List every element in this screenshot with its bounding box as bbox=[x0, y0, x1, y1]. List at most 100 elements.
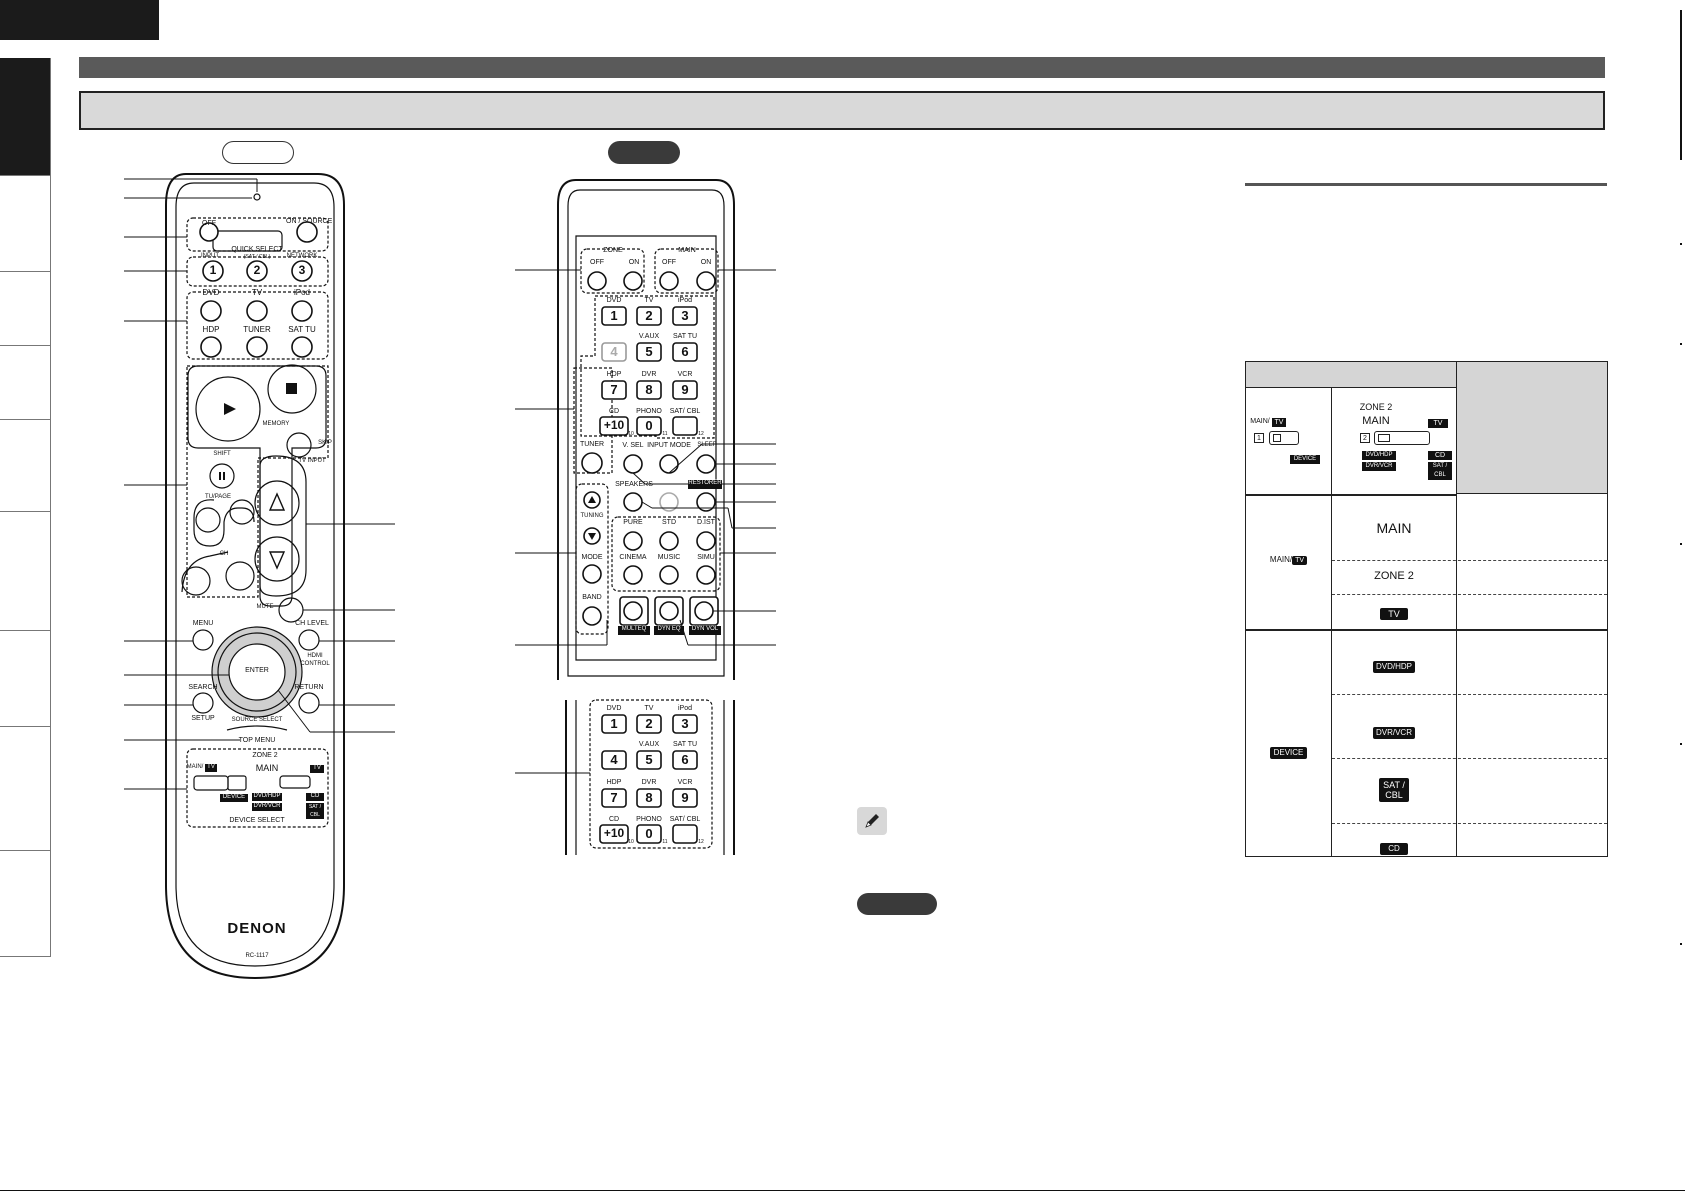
key2-8[interactable]: 8 bbox=[645, 790, 653, 805]
key-phono-label: PHONO bbox=[636, 408, 662, 415]
edge-marks bbox=[1680, 0, 1682, 1192]
qs-left-label: INPUT bbox=[201, 253, 219, 259]
key-5[interactable]: 5 bbox=[645, 344, 653, 359]
side-tab[interactable] bbox=[0, 346, 51, 420]
source-dvd[interactable]: DVD bbox=[202, 288, 220, 297]
cell-zone2: ZONE 2 bbox=[1374, 570, 1414, 582]
key2-6[interactable]: 6 bbox=[681, 752, 689, 767]
key2-hdp-label: HDP bbox=[606, 779, 622, 786]
quick-select-2[interactable]: 2 bbox=[253, 263, 261, 277]
key2-9[interactable]: 9 bbox=[681, 790, 689, 805]
language-tab[interactable] bbox=[0, 0, 159, 40]
side-tab[interactable] bbox=[0, 272, 51, 346]
key-1[interactable]: 1 bbox=[610, 308, 618, 323]
key-6[interactable]: 6 bbox=[681, 344, 689, 359]
key-3[interactable]: 3 bbox=[681, 308, 689, 323]
side-tab-active[interactable] bbox=[0, 58, 51, 176]
key-4[interactable]: 4 bbox=[610, 344, 618, 359]
key2-phono-label: PHONO bbox=[636, 816, 662, 823]
restorer-button[interactable]: RESTORER bbox=[688, 480, 722, 489]
main-off[interactable]: OFF bbox=[662, 259, 676, 266]
source-tv[interactable]: TV bbox=[251, 288, 263, 297]
mode-button[interactable]: MODE bbox=[581, 554, 603, 561]
key-plus10[interactable]: +10 bbox=[603, 418, 625, 432]
key-8[interactable]: 8 bbox=[645, 382, 653, 397]
v-sel-button[interactable]: V. SEL bbox=[622, 442, 644, 449]
mute-button[interactable]: MUTE bbox=[256, 604, 274, 610]
cinema-button[interactable]: CINEMA bbox=[619, 554, 647, 561]
side-tab[interactable] bbox=[0, 727, 51, 851]
memory-button[interactable]: MEMORY bbox=[262, 421, 290, 427]
top-menu-button[interactable]: TOP MENU bbox=[238, 737, 276, 744]
key-vaux-label: V.AUX bbox=[638, 333, 660, 340]
dvd-hdp-badge: DVD/HDP bbox=[252, 793, 282, 801]
quick-select-1[interactable]: 1 bbox=[209, 263, 217, 277]
menu-button[interactable]: MENU bbox=[192, 620, 214, 627]
dyn-eq-button[interactable]: DYN EQ bbox=[654, 626, 684, 635]
dyn-vol-button[interactable]: DYN VOL bbox=[689, 626, 721, 635]
source-hdp[interactable]: HDP bbox=[202, 325, 220, 334]
pure-button[interactable]: PURE bbox=[623, 519, 643, 526]
zone-on[interactable]: ON bbox=[628, 259, 640, 266]
key-cd-label: CD bbox=[608, 408, 620, 415]
ch-level-button[interactable]: CH LEVEL bbox=[295, 620, 329, 627]
brand-logo: DENON bbox=[227, 920, 287, 937]
right-section-rule bbox=[1245, 183, 1607, 186]
remote-a bbox=[124, 173, 395, 980]
source-tuner[interactable]: TUNER bbox=[243, 325, 271, 334]
main-on[interactable]: ON bbox=[700, 259, 712, 266]
key2-1[interactable]: 1 bbox=[610, 716, 618, 731]
off-button[interactable]: OFF bbox=[202, 220, 216, 227]
input-mode-button[interactable]: INPUT MODE bbox=[647, 442, 691, 449]
tuner-button[interactable]: TUNER bbox=[579, 441, 605, 448]
music-button[interactable]: MUSIC bbox=[657, 554, 681, 561]
table-row-divider-dashed bbox=[1332, 560, 1607, 561]
side-tab[interactable] bbox=[0, 176, 51, 272]
std-button[interactable]: STD bbox=[662, 519, 676, 526]
quick-select-3[interactable]: 3 bbox=[298, 263, 306, 277]
skip-button[interactable]: SKIP bbox=[318, 440, 332, 446]
key2-dvd-label: DVD bbox=[606, 705, 622, 712]
sw2-zone2: ZONE 2 bbox=[1359, 402, 1393, 412]
key-7[interactable]: 7 bbox=[610, 382, 618, 397]
simu-button[interactable]: SIMU bbox=[697, 554, 715, 561]
key-9[interactable]: 9 bbox=[681, 382, 689, 397]
side-tab[interactable] bbox=[0, 420, 51, 512]
source-ipod[interactable]: iPod bbox=[293, 288, 310, 297]
band-button[interactable]: BAND bbox=[582, 594, 602, 601]
sleep-button[interactable]: SLEEP bbox=[697, 442, 717, 448]
key2-3[interactable]: 3 bbox=[681, 716, 689, 731]
setup-button[interactable]: SETUP bbox=[191, 715, 215, 722]
source-sat-tu[interactable]: SAT TU bbox=[288, 325, 316, 334]
key-satcbl-label: SAT/ CBL bbox=[669, 408, 701, 415]
side-tab[interactable] bbox=[0, 631, 51, 727]
key2-2[interactable]: 2 bbox=[645, 716, 653, 731]
num2-10: 10 bbox=[628, 839, 634, 845]
side-tab[interactable] bbox=[0, 512, 51, 631]
dist-button[interactable]: D.IST bbox=[697, 519, 715, 526]
key2-5[interactable]: 5 bbox=[645, 752, 653, 767]
key2-0[interactable]: 0 bbox=[645, 826, 653, 841]
shift-button[interactable]: SHIFT bbox=[213, 451, 231, 457]
on-source-button[interactable]: ON / SOURCE bbox=[286, 218, 333, 225]
main-tv-badge: TV bbox=[205, 764, 217, 772]
key2-dvr-label: DVR bbox=[641, 779, 657, 786]
speakers-button[interactable]: SPEAKERS bbox=[615, 481, 653, 488]
side-tab[interactable] bbox=[0, 851, 51, 957]
return-button[interactable]: RETURN bbox=[294, 684, 324, 691]
key-2[interactable]: 2 bbox=[645, 308, 653, 323]
search-button[interactable]: SEARCH bbox=[188, 684, 218, 691]
key2-plus10[interactable]: +10 bbox=[603, 826, 625, 840]
num-12: 12 bbox=[698, 431, 704, 437]
enter-button[interactable]: ENTER bbox=[245, 667, 269, 674]
multeq-button[interactable]: MULTEQ bbox=[618, 626, 650, 635]
key2-4[interactable]: 4 bbox=[610, 752, 618, 767]
row-device: DEVICE bbox=[1246, 742, 1331, 760]
tupage-label: TU/PAGE bbox=[205, 494, 231, 500]
zone-off[interactable]: OFF bbox=[590, 259, 604, 266]
key-dvr-label: DVR bbox=[641, 371, 657, 378]
cell-sat-cbl-badge: SAT / CBL bbox=[1379, 778, 1409, 802]
key2-7[interactable]: 7 bbox=[610, 790, 618, 805]
key-0[interactable]: 0 bbox=[645, 418, 653, 433]
